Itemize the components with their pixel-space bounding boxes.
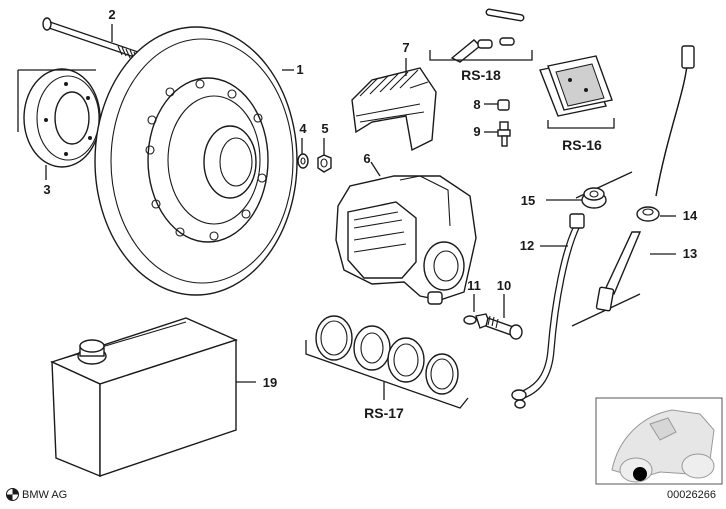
part-15-grommet[interactable] [581, 187, 607, 209]
part-8-bleeder-cap[interactable] [497, 99, 510, 111]
bmw-roundel-icon [6, 488, 19, 501]
rs17-seal-kit[interactable] [315, 315, 459, 395]
callout-7: 7 [402, 40, 409, 55]
part-14-grommet[interactable] [636, 206, 660, 222]
part-7-caliper-cover[interactable] [351, 67, 437, 152]
callout-13: 13 [683, 246, 697, 261]
callout-11: 11 [467, 278, 481, 293]
callout-labels: 2 1 3 4 5 7 8 9 6 15 14 12 13 11 10 19 R… [43, 7, 698, 421]
callout-10: 10 [497, 278, 511, 293]
rs16-brake-pads[interactable] [539, 55, 613, 117]
callout-15: 15 [521, 193, 535, 208]
callout-3: 3 [43, 182, 50, 197]
part-10-caliper-bolt[interactable] [475, 313, 523, 340]
callout-2: 2 [108, 7, 115, 22]
leader-lines [45, 24, 676, 383]
callout-19: 19 [263, 375, 277, 390]
part-12-brake-line[interactable] [511, 213, 585, 409]
part-19-fluid-can[interactable] [50, 317, 238, 478]
brand-name: BMW AG [22, 488, 68, 501]
callout-1: 1 [296, 62, 303, 77]
part-3-hub-ring[interactable] [23, 68, 101, 168]
callout-6: 6 [363, 151, 370, 166]
callout-9: 9 [473, 124, 480, 139]
kit-rs17: RS-17 [364, 405, 404, 421]
motorcycle-locator-icon[interactable] [595, 397, 723, 485]
callout-4: 4 [299, 121, 307, 136]
part-13-brake-hose[interactable] [595, 45, 695, 312]
part-1-brake-disc[interactable] [94, 26, 298, 296]
part-4-washer[interactable] [297, 153, 309, 169]
part-5-nut[interactable] [317, 154, 332, 173]
part-9-bleeder-valve[interactable] [497, 121, 511, 147]
callout-5: 5 [321, 121, 328, 136]
document-number: 00026266 [667, 489, 716, 501]
callout-8: 8 [473, 97, 480, 112]
callout-12: 12 [520, 238, 534, 253]
part-2-bolt[interactable] [42, 17, 139, 62]
rs18-pins-kit[interactable] [450, 8, 525, 63]
kit-rs18: RS-18 [461, 67, 501, 83]
kit-rs16: RS-16 [562, 137, 602, 153]
part-6-brake-caliper[interactable] [335, 175, 477, 305]
part-11-washer[interactable] [463, 315, 477, 325]
callout-14: 14 [683, 208, 698, 223]
brand-footer: BMW AG [6, 488, 67, 501]
